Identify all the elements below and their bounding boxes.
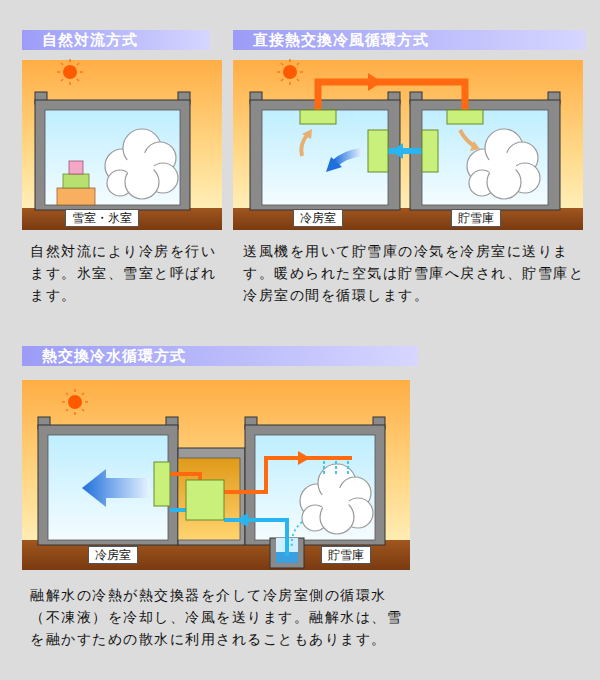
panel-direct-exchange bbox=[233, 59, 583, 230]
section-heading-band: 直接熱交換冷風循環方式 bbox=[233, 30, 586, 50]
node-text: 冷房室 bbox=[95, 548, 131, 562]
node-text: 冷房室 bbox=[300, 211, 336, 225]
node-text: 直接熱交換冷風循環方式 bbox=[253, 30, 586, 50]
description-text-span: 送風機を用いて貯雪庫の冷気を冷房室に送ります。暖められた空気は貯雪庫へ戻され、貯… bbox=[243, 240, 588, 306]
node-text: 熱交換冷水循環方式 bbox=[42, 346, 418, 366]
description-text: 自然対流により冷房を行います。氷室、雪室と呼ばれます。 bbox=[30, 240, 222, 306]
description-text-span: 自然対流により冷房を行います。氷室、雪室と呼ばれます。 bbox=[30, 240, 222, 306]
node-text: 貯雪庫 bbox=[458, 211, 494, 225]
section-heading-band: 自然対流方式 bbox=[22, 30, 210, 50]
description-text: 送風機を用いて貯雪庫の冷気を冷房室に送ります。暖められた空気は貯雪庫へ戻され、貯… bbox=[243, 240, 588, 306]
description-text: 融解水の冷熱が熱交換器を介して冷房室側の循環水（不凍液）を冷却し、冷風を送ります… bbox=[30, 584, 415, 650]
section-heading-band: 熱交換冷水循環方式 bbox=[22, 346, 418, 366]
room-label-box: 貯雪庫 bbox=[321, 546, 371, 564]
panel-cold-water bbox=[22, 380, 410, 570]
room-label-box: 貯雪庫 bbox=[451, 209, 501, 227]
node-text: 雪室・氷室 bbox=[72, 211, 132, 225]
node-text: 貯雪庫 bbox=[328, 548, 364, 562]
node-text: 自然対流方式 bbox=[42, 30, 210, 50]
description-text-span: 融解水の冷熱が熱交換器を介して冷房室側の循環水（不凍液）を冷却し、冷風を送ります… bbox=[30, 584, 415, 650]
room-label-box: 冷房室 bbox=[293, 209, 343, 227]
panel-natural-convection bbox=[22, 59, 222, 230]
room-label-box: 雪室・氷室 bbox=[65, 209, 139, 227]
room-label-box: 冷房室 bbox=[88, 546, 138, 564]
